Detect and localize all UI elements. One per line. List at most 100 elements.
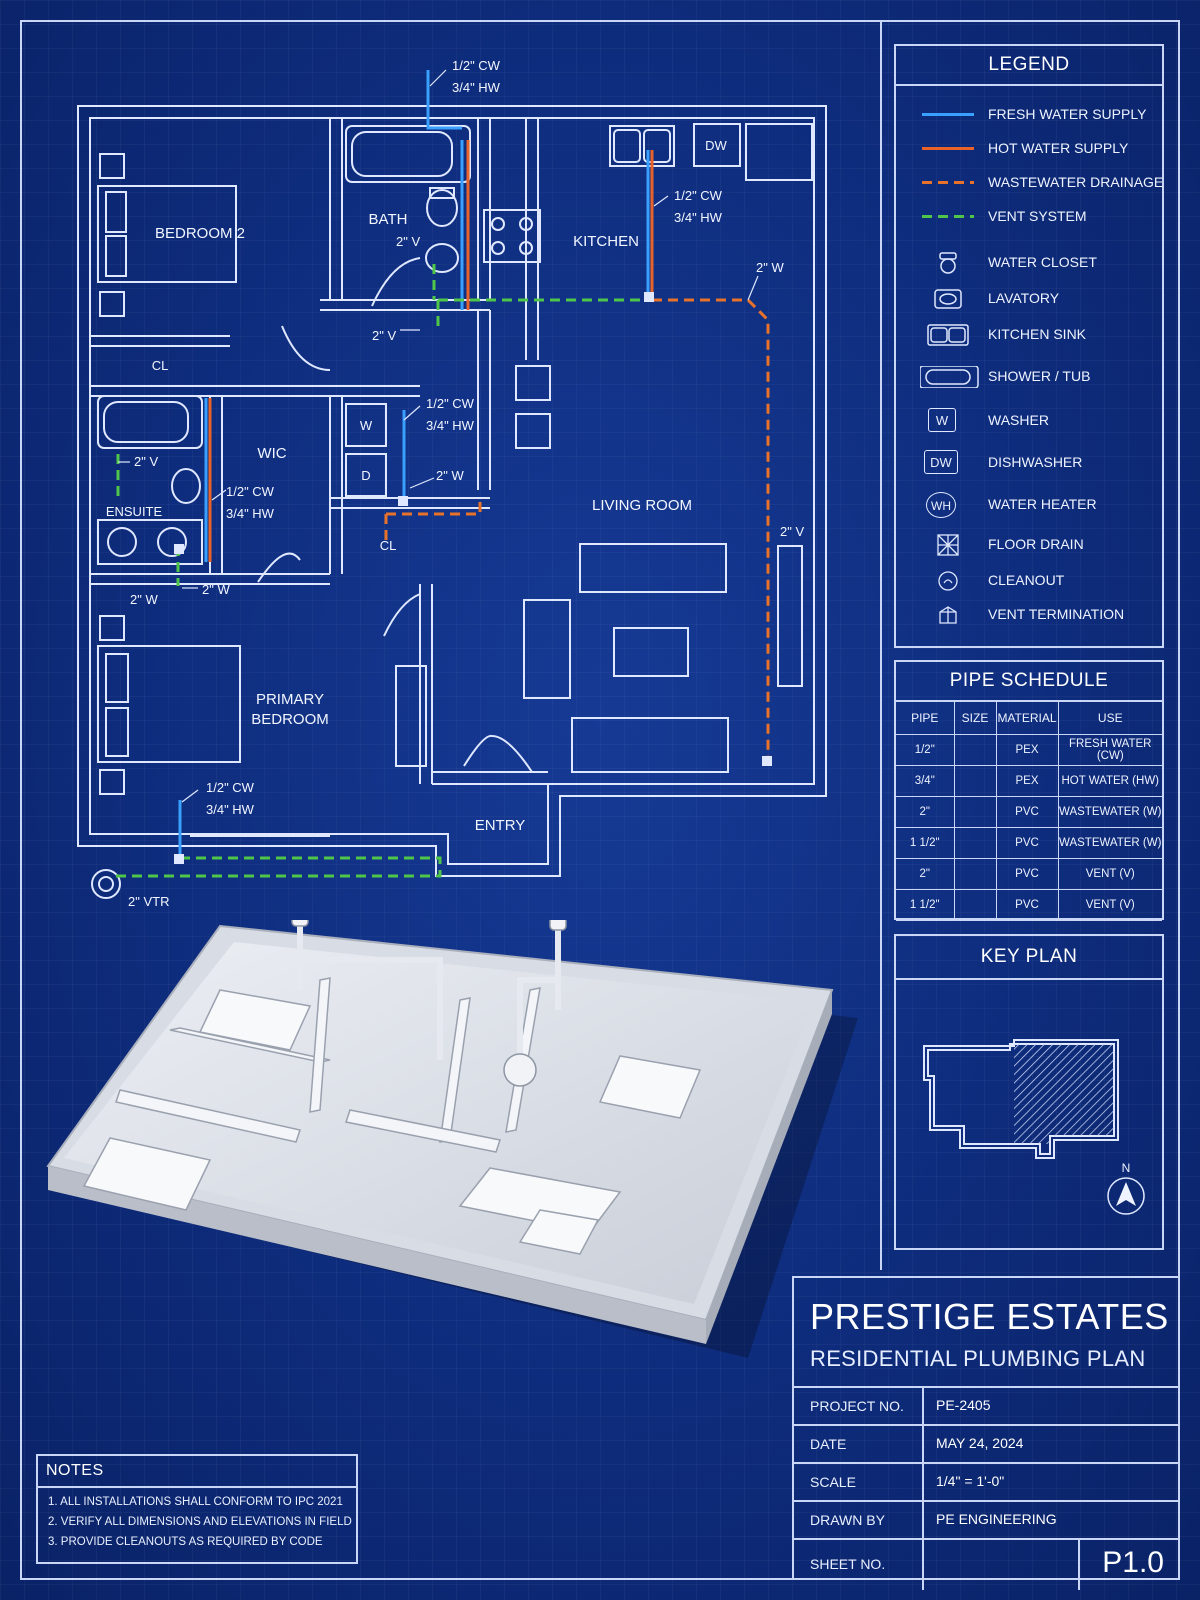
table-cell: VENT (V)	[1057, 889, 1162, 921]
table-cell	[953, 734, 997, 766]
callout-kitchen-cw: 1/2" CW	[674, 188, 723, 203]
table-cell	[953, 889, 997, 921]
legend-item-wastewater: WASTEWATER DRAINAGE	[896, 170, 1163, 196]
legend-item-cleanout: CLEANOUT	[896, 568, 1162, 594]
pipe-schedule-table: PIPE SIZE MATERIAL USE 1/2" PEX FRESH WA…	[896, 702, 1162, 921]
table-cell: PEX	[995, 734, 1059, 766]
room-kitchen: KITCHEN	[573, 233, 639, 250]
legend-label: DISHWASHER	[988, 454, 1083, 470]
callout-ensuite-w2: 2" W	[202, 582, 230, 597]
legend-item-vent: VENT SYSTEM	[896, 204, 1162, 230]
callout-ensuite-w1: 2" W	[130, 592, 158, 607]
column-header: MATERIAL	[995, 702, 1059, 735]
field-label: DATE	[810, 1436, 847, 1452]
pipe-schedule-panel: PIPE SCHEDULE PIPE SIZE MATERIAL USE 1/2…	[894, 660, 1164, 921]
table-cell: 3/4"	[896, 765, 955, 797]
table-row: 1 1/2" PVC VENT (V)	[896, 889, 1162, 921]
key-plan-diagram: N	[923, 1039, 1145, 1215]
callout-kitchen-hw: 3/4" HW	[674, 210, 723, 225]
callout-primary-cw: 1/2" CW	[206, 780, 255, 795]
table-cell: PEX	[995, 765, 1059, 797]
callout-laundry-cw: 1/2" CW	[426, 396, 475, 411]
legend-item-washer: W WASHER	[896, 408, 1162, 434]
dryer-label: D	[361, 468, 370, 483]
project-subtitle: RESIDENTIAL PLUMBING PLAN	[810, 1346, 1146, 1371]
room-ensuite: ENSUITE	[106, 504, 163, 519]
table-cell: 1 1/2"	[896, 827, 955, 859]
table-cell: 1/2"	[896, 734, 955, 766]
table-cell	[953, 827, 997, 859]
column-header: USE	[1057, 702, 1162, 735]
north-label: N	[1122, 1161, 1131, 1175]
callout-vtr: 2" VTR	[128, 894, 169, 909]
legend-item-fresh-water: FRESH WATER SUPPLY	[896, 102, 1162, 128]
dishwasher-icon: DW	[924, 450, 958, 474]
field-label: SCALE	[810, 1474, 856, 1490]
title-row-drawn-by: DRAWN BY PE ENGINEERING	[794, 1500, 1180, 1538]
table-header-row: PIPE SIZE MATERIAL USE	[896, 702, 1162, 735]
legend-item-water-heater: WH WATER HEATER	[896, 492, 1162, 518]
table-cell: WASTEWATER (W)	[1057, 827, 1162, 859]
legend-item-kitchen-sink: KITCHEN SINK	[896, 322, 1162, 348]
kitchen-sink-icon	[927, 324, 969, 346]
table-cell: PVC	[995, 796, 1059, 828]
title-row-sheet: SHEET NO. P1.0	[794, 1538, 1180, 1590]
legend-label: HOT WATER SUPPLY	[988, 140, 1129, 156]
sheet-number: P1.0	[1102, 1546, 1164, 1579]
key-plan-highlight	[1014, 1044, 1114, 1144]
field-label: DRAWN BY	[810, 1512, 885, 1528]
note-item: 1. ALL INSTALLATIONS SHALL CONFORM TO IP…	[48, 1496, 343, 1508]
room-wic: WIC	[257, 445, 286, 462]
legend-item-vent-termination: VENT TERMINATION	[896, 602, 1162, 628]
room-entry: ENTRY	[475, 817, 526, 834]
title-row-project-no: PROJECT NO. PE-2405	[794, 1386, 1180, 1424]
callout-primary-hw: 3/4" HW	[206, 802, 255, 817]
note-item: 3. PROVIDE CLEANOUTS AS REQUIRED BY CODE	[48, 1536, 323, 1548]
notes-title: NOTES	[38, 1456, 356, 1488]
notes-panel: NOTES 1. ALL INSTALLATIONS SHALL CONFORM…	[36, 1454, 358, 1564]
field-label: SHEET NO.	[810, 1556, 886, 1572]
legend-item-dishwasher: DW DISHWASHER	[896, 450, 1162, 476]
legend-item-lavatory: LAVATORY	[896, 286, 1162, 312]
table-cell: 2"	[896, 796, 955, 828]
legend-label: WASHER	[988, 412, 1049, 428]
legend-label: WATER HEATER	[988, 496, 1097, 512]
exterior-wall-inner	[89, 117, 815, 865]
dishwasher-label: DW	[705, 138, 727, 153]
table-cell	[953, 765, 997, 797]
callout-living-v: 2" V	[780, 524, 804, 539]
field-value: PE-2405	[936, 1397, 991, 1413]
legend-label: LAVATORY	[988, 290, 1060, 306]
table-row: 3/4" PEX HOT WATER (HW)	[896, 765, 1162, 797]
table-cell: HOT WATER (HW)	[1057, 765, 1162, 797]
water-heater-icon: WH	[926, 492, 956, 518]
table-cell: 2"	[896, 858, 955, 890]
legend-label: FRESH WATER SUPPLY	[988, 106, 1147, 122]
title-block: PRESTIGE ESTATES RESIDENTIAL PLUMBING PL…	[792, 1276, 1180, 1590]
vent-termination-icon	[939, 606, 957, 624]
cleanout-icon	[938, 571, 958, 591]
table-cell: PVC	[995, 858, 1059, 890]
floor-plan: BEDROOM 2 BATH KITCHEN CL WIC ENSUITE LI…	[77, 58, 827, 909]
legend-label: VENT SYSTEM	[988, 208, 1087, 224]
north-arrow-icon	[1107, 1177, 1145, 1215]
legend-title: LEGEND	[896, 46, 1162, 86]
callout-ensuite-cw: 1/2" CW	[226, 484, 275, 499]
vent-dashed-line-icon	[922, 215, 974, 218]
room-living: LIVING ROOM	[592, 497, 692, 514]
callout-bath-v2: 2" V	[372, 328, 396, 343]
field-label: PROJECT NO.	[810, 1398, 904, 1414]
fresh-water-line-icon	[922, 113, 974, 116]
field-value: PE ENGINEERING	[936, 1511, 1057, 1527]
water-closet-icon	[939, 252, 957, 274]
washer-icon: W	[928, 408, 956, 432]
legend-item-floor-drain: FLOOR DRAIN	[896, 532, 1162, 558]
callout-laundry-w: 2" W	[436, 468, 464, 483]
closet-top-label: CL	[152, 358, 169, 373]
sheet-border	[20, 20, 1180, 1580]
pipe-schedule-title: PIPE SCHEDULE	[896, 662, 1162, 702]
room-bedroom-2: BEDROOM 2	[155, 225, 245, 242]
legend-label: CLEANOUT	[988, 572, 1065, 588]
table-row: 2" PVC VENT (V)	[896, 858, 1162, 890]
